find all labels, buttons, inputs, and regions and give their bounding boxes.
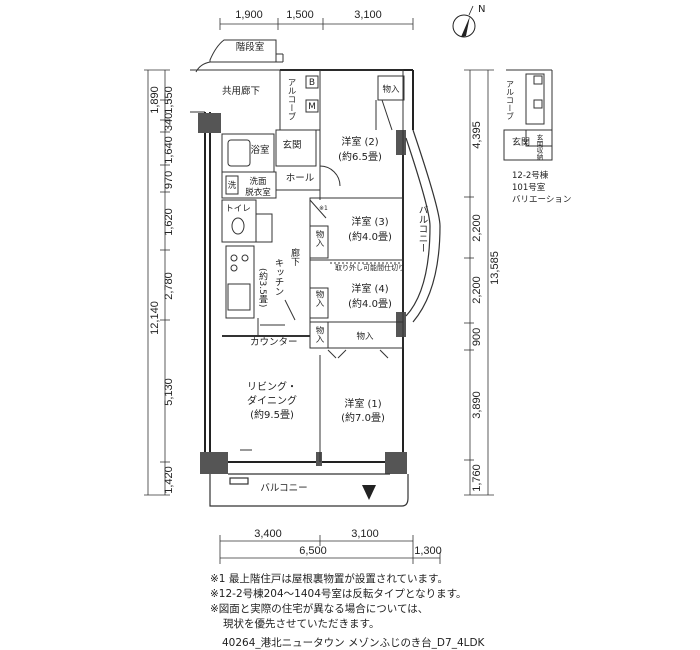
dim-left-1: 1,890 bbox=[149, 86, 161, 114]
dim-left-2: 340 bbox=[163, 113, 175, 131]
right-dimension-lines bbox=[464, 69, 494, 496]
dim-bottom-total: 6,500 bbox=[299, 545, 327, 557]
variation-shoe-label: 玄関収納 bbox=[535, 133, 543, 162]
evacuation-hatch-icon bbox=[362, 485, 376, 500]
hallway-label: 廊下 bbox=[289, 247, 300, 267]
dim-right-5: 3,890 bbox=[471, 391, 483, 419]
dim-left-total: 12,140 bbox=[149, 301, 161, 335]
dim-left-8: 1,420 bbox=[163, 466, 175, 494]
bath-label: 浴室 bbox=[250, 144, 269, 156]
dim-top-1: 1,900 bbox=[235, 9, 263, 21]
western-room-4-size: (約4.0畳) bbox=[348, 297, 392, 310]
left-dimension-lines bbox=[144, 69, 170, 496]
wash-label: 洗 bbox=[228, 180, 237, 191]
south-balcony bbox=[209, 473, 409, 507]
alcove-b-label: B bbox=[309, 78, 315, 88]
dim-left-7: 5,130 bbox=[163, 378, 175, 406]
storage-label-r2: 物入 bbox=[382, 84, 400, 95]
washroom-label-b: 脱衣室 bbox=[245, 187, 271, 198]
dim-left-5: 1,620 bbox=[163, 208, 175, 236]
variation-caption-2: 101号室 bbox=[512, 182, 546, 193]
dim-right-4: 900 bbox=[471, 328, 483, 346]
dim-bottom-2: 3,100 bbox=[351, 528, 379, 540]
dim-left-6: 2,780 bbox=[163, 272, 175, 300]
kitchen-size: (約3.5畳) bbox=[257, 268, 268, 307]
top-dimension-line bbox=[219, 18, 414, 30]
dim-right-6: 1,760 bbox=[471, 464, 483, 492]
dim-bottom-extra: 1,300 bbox=[414, 545, 442, 557]
south-balcony-label: バルコニー bbox=[260, 483, 307, 494]
kitchen bbox=[225, 245, 296, 336]
washroom-label-a: 洗面 bbox=[249, 176, 267, 187]
stair-room bbox=[209, 39, 284, 63]
compass-icon bbox=[452, 5, 476, 38]
alcove-label: アルコーブ bbox=[286, 78, 296, 121]
note-4: 現状を優先させていただきます。 bbox=[223, 618, 380, 630]
western-room-2-size: (約6.5畳) bbox=[338, 150, 382, 163]
shared-corridor-lines bbox=[190, 61, 280, 113]
dim-left-3: 1,640 bbox=[163, 136, 175, 164]
compass-label: N bbox=[478, 4, 485, 15]
footer-caption: 40264_港北ニュータウン メゾンふじのき台_D7_4LDK bbox=[222, 637, 485, 649]
dim-right-2: 2,200 bbox=[471, 214, 483, 242]
stair-label: 階段室 bbox=[236, 41, 265, 53]
note-2: ※12-2号棟204～1404号室は反転タイプとなります。 bbox=[210, 588, 467, 600]
column-s bbox=[316, 452, 322, 466]
dim-bottom-1: 3,400 bbox=[254, 528, 282, 540]
storage-label-row-b: 物入 bbox=[356, 331, 374, 342]
living-dining bbox=[240, 355, 321, 462]
column-ne bbox=[396, 130, 406, 155]
western-room-1-label: 洋室 (1) bbox=[344, 397, 381, 410]
variation-inset bbox=[503, 69, 553, 161]
dim-top-2: 1,500 bbox=[286, 9, 314, 21]
variation-caption-1: 12-2号棟 bbox=[512, 170, 549, 181]
east-balcony-label: バルコニー bbox=[417, 205, 429, 253]
hall-label: ホール bbox=[286, 173, 315, 184]
entrance-label: 玄関 bbox=[282, 139, 301, 151]
storage-label-row-a: 物入 bbox=[314, 325, 324, 343]
east-balcony bbox=[405, 129, 441, 323]
dim-left-4: 970 bbox=[163, 171, 175, 189]
western-room-3-size: (約4.0畳) bbox=[348, 230, 392, 243]
storage-label-r4: 物入 bbox=[314, 289, 324, 307]
removable-partition-label: 取り外し可能間仕切り bbox=[335, 263, 405, 272]
column-nw bbox=[198, 113, 221, 133]
living-label-b: ダイニング bbox=[247, 394, 297, 407]
note-1: ※1 最上階住戸は屋根裏物置が設置されています。 bbox=[210, 573, 448, 585]
variation-entrance-label: 玄関 bbox=[512, 136, 530, 148]
note-3: ※図面と実際の住宅が異なる場合については、 bbox=[210, 603, 429, 615]
column-sw bbox=[200, 452, 228, 474]
toilet bbox=[221, 199, 273, 243]
bottom-dimension-lines bbox=[219, 535, 441, 564]
living-size: (約9.5畳) bbox=[250, 408, 294, 421]
kitchen-label: キッチン bbox=[273, 258, 284, 296]
entrance bbox=[275, 129, 317, 167]
western-room-1-size: (約7.0畳) bbox=[341, 411, 385, 424]
dim-top-3: 3,100 bbox=[354, 9, 382, 21]
counter-label: カウンター bbox=[250, 337, 298, 348]
western-room-2-label: 洋室 (2) bbox=[341, 135, 378, 148]
variation-alcove-label: アルコーブ bbox=[506, 80, 515, 120]
notes-block: ※1 最上階住戸は屋根裏物置が設置されています。 ※12-2号棟204～1404… bbox=[210, 572, 467, 632]
toilet-label: トイレ bbox=[225, 204, 251, 214]
storage-label-r3: 物入 bbox=[314, 229, 324, 247]
column-e bbox=[396, 312, 406, 337]
western-room-3-label: 洋室 (3) bbox=[351, 215, 388, 228]
storage-row bbox=[309, 321, 404, 359]
living-label-a: リビング・ bbox=[247, 380, 297, 393]
shared-corridor-label: 共用廊下 bbox=[222, 85, 260, 97]
western-room-4-label: 洋室 (4) bbox=[351, 282, 388, 295]
dim-right-3: 2,200 bbox=[471, 276, 483, 304]
column-se bbox=[385, 452, 407, 474]
dim-right-1: 4,395 bbox=[471, 121, 483, 149]
dim-left-1b: 1,550 bbox=[163, 86, 175, 114]
variation-caption-3: バリエーション bbox=[512, 195, 571, 205]
note-mark: ※1 bbox=[319, 205, 328, 212]
washroom bbox=[221, 171, 277, 199]
alcove-m-label: M bbox=[308, 102, 316, 112]
dim-right-total: 13,585 bbox=[489, 251, 501, 285]
